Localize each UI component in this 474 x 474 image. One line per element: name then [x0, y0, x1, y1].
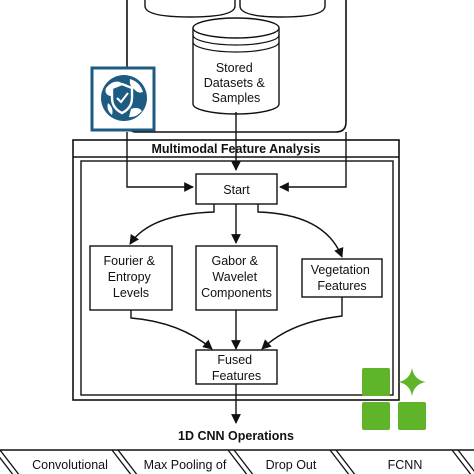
cnn-stage-drop-out: Drop Out: [266, 458, 317, 472]
cnn-stage-convolutional: Convolutional: [32, 458, 108, 472]
svg-text:Stored Datasets &: Stored Datasets & Samples: [204, 61, 269, 105]
feature-label-line: Entropy: [108, 270, 152, 284]
feature-box-fourier: Fourier & Entropy Levels: [89, 245, 173, 311]
stored-datasets-cylinder: Stored Datasets & Samples: [192, 17, 280, 115]
features-to-fused-arrows: [130, 297, 343, 350]
svg-text:Fourier & Entropy: Fourier & Entropy Levels: [104, 254, 159, 300]
feature-label-line: Fourier &: [104, 254, 156, 268]
storage-label-line: Samples: [212, 91, 261, 105]
cnn-stage-fcnn: FCNN: [388, 458, 423, 472]
shield-globe-icon: [90, 66, 156, 132]
fused-label-line: Fused: [217, 353, 252, 367]
start-to-features-arrows: [129, 204, 344, 258]
cnn-title: 1D CNN Operations: [178, 429, 294, 443]
feature-label-line: Wavelet: [212, 270, 257, 284]
feature-label-line: Levels: [113, 286, 149, 300]
storage-to-start-arrows: [126, 112, 347, 192]
cropped-cylinders: [144, 0, 326, 18]
svg-text:Vegetation Features: Vegetation Features: [311, 263, 374, 293]
feature-label-line: Vegetation: [311, 263, 370, 277]
feature-label-line: Gabor &: [211, 254, 258, 268]
feature-box-gabor: Gabor & Wavelet Components: [195, 245, 278, 311]
feature-box-vegetation: Vegetation Features: [301, 258, 383, 298]
svg-text:Fused Features: Fused Features: [212, 353, 261, 383]
fused-features-box: [195, 349, 278, 385]
feature-label-line: Components: [201, 286, 272, 300]
cnn-stage-max-pooling: Max Pooling of: [144, 458, 227, 472]
feature-label-line: Features: [317, 279, 366, 293]
feature-analysis-inner: [80, 160, 394, 396]
cnn-stage-separators: [0, 449, 474, 474]
storage-label-line: Datasets &: [204, 76, 266, 90]
fused-label-line: Features: [212, 369, 261, 383]
svg-text:Gabor & Wavelet Co: Gabor & Wavelet Components: [201, 254, 272, 300]
storage-label-line: Stored: [216, 61, 253, 75]
start-label: Start: [223, 183, 250, 197]
green-blocks-icon: [362, 368, 426, 430]
